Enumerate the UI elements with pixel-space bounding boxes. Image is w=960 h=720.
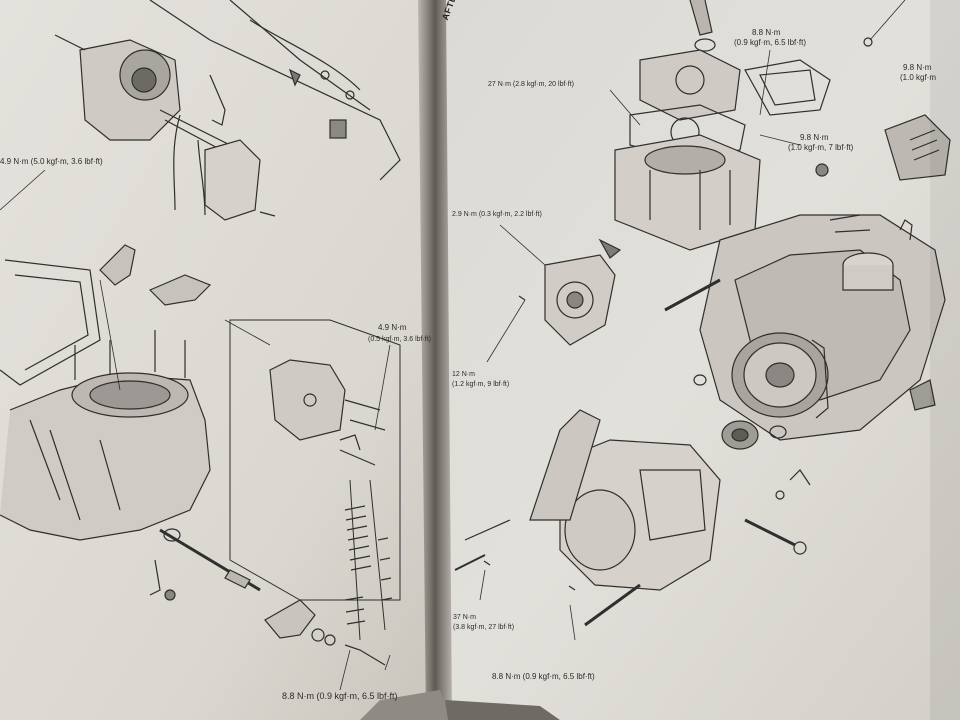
torque-label-top-left: 4.9 N·m (5.0 kgf·m, 3.6 lbf·ft)	[0, 157, 103, 166]
torque-label-top-right-1: 8.8 N·m	[752, 28, 781, 37]
torque-label-98-1: 9.8 N·m	[800, 133, 829, 142]
torque-label-bottom-left: 8.8 N·m (0.9 kgf·m, 6.5 lbf·ft)	[282, 691, 398, 701]
torque-label-27: 27 N·m (2.8 kgf·m, 20 lbf·ft)	[488, 81, 574, 88]
torque-label-far-right-1: 9.8 N·m	[903, 63, 932, 72]
torque-label-mid-left-1: 4.9 N·m	[378, 323, 407, 332]
right-exploded-diagram	[454, 0, 951, 641]
book-gutter	[418, 0, 452, 720]
torque-label-98-2: (1.0 kgf·m, 7 lbf·ft)	[788, 143, 854, 152]
torque-label-37-2: (3.8 kgf·m, 27 lbf·ft)	[453, 624, 515, 631]
torque-label-37-1: 37 N·m	[453, 614, 476, 621]
torque-label-far-right-2: (1.0 kgf·m	[900, 73, 937, 82]
torque-label-29: 2.9 N·m (0.3 kgf·m, 2.2 lbf·ft)	[452, 211, 542, 218]
torque-label-12-2: (1.2 kgf·m, 9 lbf·ft)	[452, 381, 510, 388]
left-exploded-diagram	[0, 0, 401, 691]
torque-label-12-1: 12 N·m	[452, 371, 475, 378]
torque-label-bottom-right: 8.8 N·m (0.9 kgf·m, 6.5 lbf·ft)	[492, 672, 595, 681]
torque-label-top-right-2: (0.9 kgf·m, 6.5 lbf·ft)	[734, 38, 807, 47]
left-page	[0, 0, 440, 720]
torque-label-mid-left-2: (0.5 kgf·m, 3.6 lbf·ft)	[368, 336, 432, 343]
